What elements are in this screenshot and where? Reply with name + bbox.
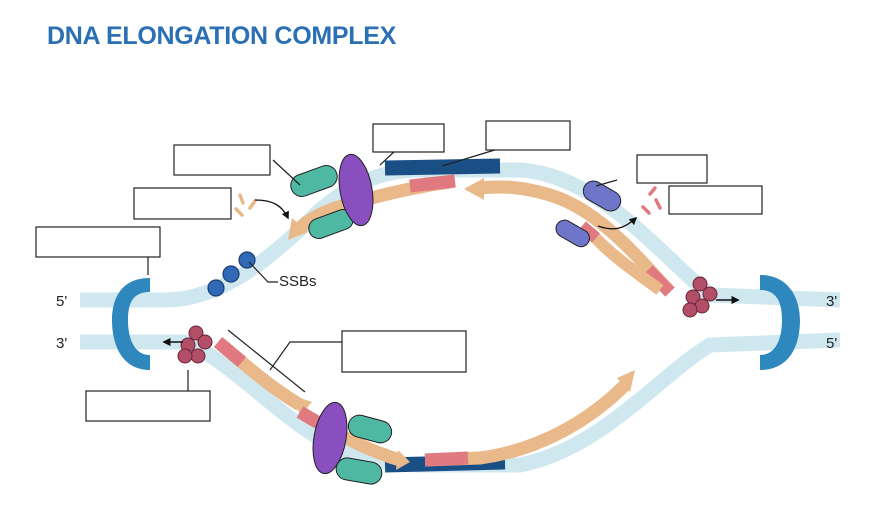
bottom-left-primer	[213, 337, 247, 367]
blank-label-box[interactable]	[668, 185, 763, 215]
top-polymerase	[338, 153, 374, 227]
bottom-leading-strand	[424, 370, 635, 467]
bottom-lagging-fragment	[213, 337, 312, 416]
bottom-clamp-top	[347, 414, 393, 444]
ssb-2	[222, 265, 240, 283]
left-5-prime-label: 5'	[56, 293, 67, 310]
top-leading-strand	[464, 178, 675, 297]
leader-lines	[147, 148, 618, 393]
primase-lower	[555, 219, 590, 248]
top-leading-arrowhead	[464, 178, 484, 200]
right-5-prime-label: 5'	[826, 335, 837, 352]
ssb-leader	[248, 261, 278, 283]
blank-label-box[interactable]	[341, 330, 467, 373]
ssb-1	[207, 279, 225, 297]
top-primer	[409, 174, 456, 193]
right-fragment	[578, 221, 664, 295]
top-template-segment	[384, 158, 501, 176]
right-topoisomerase	[682, 276, 718, 318]
right-fragments	[641, 186, 662, 215]
bottom-polymerase	[312, 401, 348, 475]
bottom-clamp-bottom	[335, 457, 383, 485]
top-clamp-back	[290, 165, 338, 197]
top-polymerase-complex	[290, 153, 374, 239]
right-helicase	[760, 275, 800, 370]
top-right-primer	[643, 265, 675, 297]
right-curved-arrow	[597, 216, 638, 230]
left-curved-arrow	[254, 199, 289, 220]
ssb-group	[207, 251, 256, 297]
bottom-primer	[424, 451, 469, 467]
blank-label-box[interactable]	[372, 123, 445, 153]
blank-label-box[interactable]	[85, 390, 211, 422]
blank-label-box[interactable]	[35, 226, 161, 258]
left-fragments	[234, 193, 257, 217]
left-topoisomerase	[177, 325, 213, 364]
left-helicase	[112, 278, 150, 370]
primase	[582, 180, 622, 212]
blank-label-box[interactable]	[133, 187, 232, 220]
right-3-prime-label: 3'	[826, 293, 837, 310]
blank-label-box[interactable]	[485, 120, 571, 151]
bottom-polymerase-complex	[312, 401, 393, 485]
blank-label-box[interactable]	[173, 144, 271, 176]
left-3-prime-label: 3'	[56, 335, 67, 352]
bottom-leading-arrowhead	[617, 370, 635, 392]
diagram-title: DNA ELONGATION COMPLEX	[47, 22, 396, 50]
ssb-label: SSBs	[279, 273, 317, 290]
blank-label-box[interactable]	[636, 154, 708, 184]
label-boxes	[35, 120, 763, 422]
primase-complex	[555, 180, 622, 248]
